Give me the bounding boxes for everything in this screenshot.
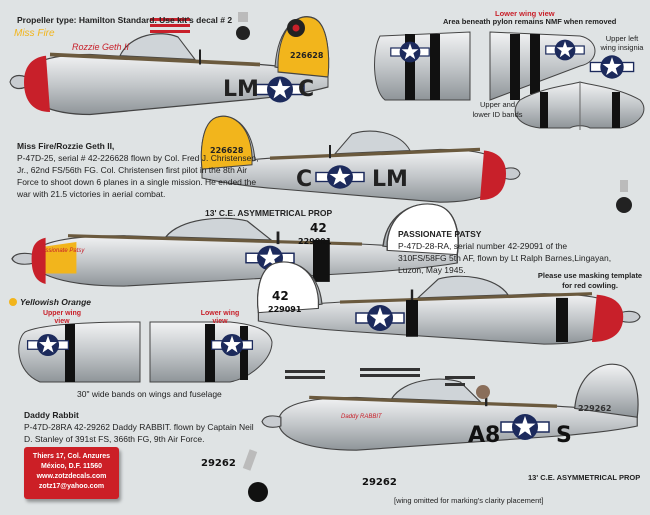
upper-left-wing-insignia [589,54,635,80]
contact-card: Thiers 17, Col. Anzures México, D.F. 115… [24,447,119,499]
tail-wheel-detail-right [616,180,632,213]
code-letter-c: C [296,167,312,192]
yellowish-orange-swatch [9,298,17,306]
code-letter-s: S [556,423,572,448]
aircraft-passionate-patsy-right-profile [255,260,642,346]
nose-art-passionate-patsy: Passionate Patsy [38,248,85,254]
yellowish-orange-label: Yellowish Orange [20,297,92,307]
tail-serial: 226628 [290,51,324,60]
tail-serial-229262: 229262 [578,404,611,413]
victory-marks [150,18,190,33]
nose-art-miss-fire: Miss Fire [14,28,55,39]
lower-fuselage-serial: 29262 [362,477,397,488]
lower-wing-view [374,31,596,101]
tail-serial-right: 226628 [210,146,244,155]
code-letters-a8: A8 [468,423,500,448]
upper-wing-view [18,321,141,383]
upper-left-insignia-label: Upper left wing insignia [600,34,644,52]
code-letter-right: C [298,77,314,102]
code-letters-left: LM [223,77,259,102]
main-gear-detail [242,449,268,502]
aircraft-passionate-patsy-profile [12,204,458,286]
tail-serial-229091-right: 229091 [268,305,302,314]
patsy-description: P-47D-28-RA, serial number 42-29091 of t… [398,241,612,275]
contact-address-2: México, D.F. 11560 [40,463,103,470]
id-bands-wing-plan [514,81,645,130]
contact-address-1: Thiers 17, Col. Anzures [32,453,111,460]
lower-wing-view-patsy [149,321,273,383]
daddy-rabbit-title: Daddy Rabbit [24,410,79,420]
nose-art-daddy-rabbit: Daddy RABBIT [341,414,383,420]
aircraft-miss-fire-right-profile [199,114,522,204]
bands-note: 30" wide bands on wings and fuselage [77,389,222,399]
upper-wing-view-label: Upper wing view [42,310,82,325]
tail-wheel-detail [236,12,250,40]
gear-door-serial: 29262 [201,458,236,469]
patsy-title: PASSIONATE PATSY [398,229,482,239]
tail-serial-229091: 229091 [298,237,332,246]
contact-email[interactable]: zotz17@yahoo.com [38,483,105,490]
daddy-rabbit-prop-note: 13' C.E. ASYMMETRICAL PROP [528,473,641,482]
daddy-rabbit-description: P-47D-28RA 42-29262 Daddy RABBIT. flown … [24,422,254,444]
nose-art-rozzie-geth: Rozzie Geth II [72,42,130,52]
propeller-note: Propeller type: Hamilton Standard. Use k… [17,15,233,25]
code-letters-lm: LM [372,167,408,192]
miss-fire-title: Miss Fire/Rozzie Geth II, [17,141,115,151]
wing-omitted-note: [wing omitted for marking's clarity plac… [394,496,544,505]
masking-note: Please use masking template for red cowl… [537,271,643,290]
pylon-note: Area beneath pylon remains NMF when remo… [443,17,617,26]
patsy-prop-note: 13' C.E. ASYMMETRICAL PROP [205,208,333,218]
contact-website[interactable]: www.zotzdecals.com [36,473,107,480]
mission-and-kill-marks [285,368,490,399]
id-bands-label: Upper and lower ID bands [472,100,523,119]
tail-number-42: 42 [310,221,327,235]
lower-wing-view-label: Lower wing view [495,9,555,18]
main-wheel-detail [287,19,305,37]
miss-fire-description: P-47D-25, serial # 42-226628 flown by Co… [17,153,259,199]
lower-wing-view-label-patsy: Lower wing view [200,310,240,325]
tail-number-42-right: 42 [272,289,289,303]
